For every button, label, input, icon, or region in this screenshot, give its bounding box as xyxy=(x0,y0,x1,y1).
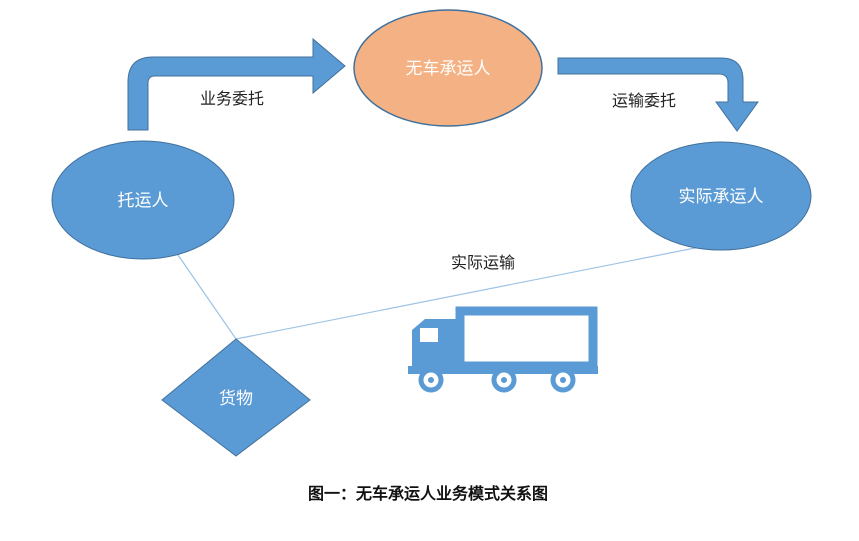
ntoc-label: 无车承运人 xyxy=(406,59,491,79)
actual-transport-label: 实际运输 xyxy=(451,253,515,272)
connector-shipper-goods xyxy=(177,254,237,340)
shipper-label: 托运人 xyxy=(118,191,169,211)
carrier-node xyxy=(630,141,812,251)
figure-caption: 图一：无车承运人业务模式关系图 xyxy=(308,484,548,503)
carrier-label: 实际承运人 xyxy=(679,187,764,207)
transport-entrust-label: 运输委托 xyxy=(612,91,676,110)
ntoc-node xyxy=(353,9,543,127)
entrust-label: 业务委托 xyxy=(200,89,264,108)
truck-icon xyxy=(408,306,598,393)
goods-label: 货物 xyxy=(219,389,253,409)
transport-entrust-arrow xyxy=(557,57,759,132)
goods-node xyxy=(161,338,311,457)
shipper-node xyxy=(51,140,235,260)
entrust-arrow xyxy=(127,37,346,131)
connector-goods-carrier xyxy=(235,246,701,340)
